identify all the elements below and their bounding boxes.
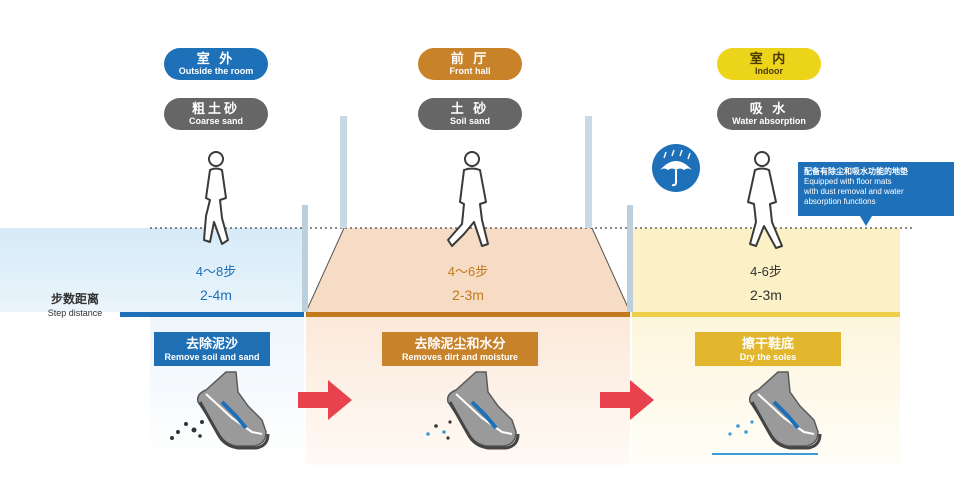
surface-label-front-hall: 土 砂 Soil sand <box>418 98 522 130</box>
front-hall-zone-bg <box>306 228 630 312</box>
steps-indoor: 4-6步 2-3m <box>750 264 782 303</box>
zone-label-indoor: 室 内 Indoor <box>717 48 821 80</box>
zone-label-outdoor: 室 外 Outside the room <box>164 48 268 80</box>
action-outdoor: 去除泥沙 Remove soil and sand <box>154 332 270 366</box>
zone-label-front-hall: 前 厅 Front hall <box>418 48 522 80</box>
outdoor-zone-bg <box>0 228 304 312</box>
surface-label-outdoor: 粗土砂 Coarse sand <box>164 98 268 130</box>
surface-label-indoor: 吸 水 Water absorption <box>717 98 821 130</box>
action-indoor: 擦干鞋底 Dry the soles <box>695 332 841 366</box>
step-bar-hall <box>306 312 630 317</box>
step-bar-indoor <box>632 312 900 317</box>
steps-outdoor: 4～8步 2-4m <box>195 264 237 303</box>
steps-front-hall: 4～6步 2-3m <box>447 264 489 303</box>
step-distance-label: 步数距离 Step distance <box>47 292 103 318</box>
callout-box: 配备有除尘和吸水功能的地垫 Equipped with floor mats w… <box>798 162 954 216</box>
callout-pointer <box>860 216 872 226</box>
step-bar-outdoor <box>120 312 304 317</box>
action-front-hall: 去除泥尘和水分 Removes dirt and moisture <box>382 332 538 366</box>
